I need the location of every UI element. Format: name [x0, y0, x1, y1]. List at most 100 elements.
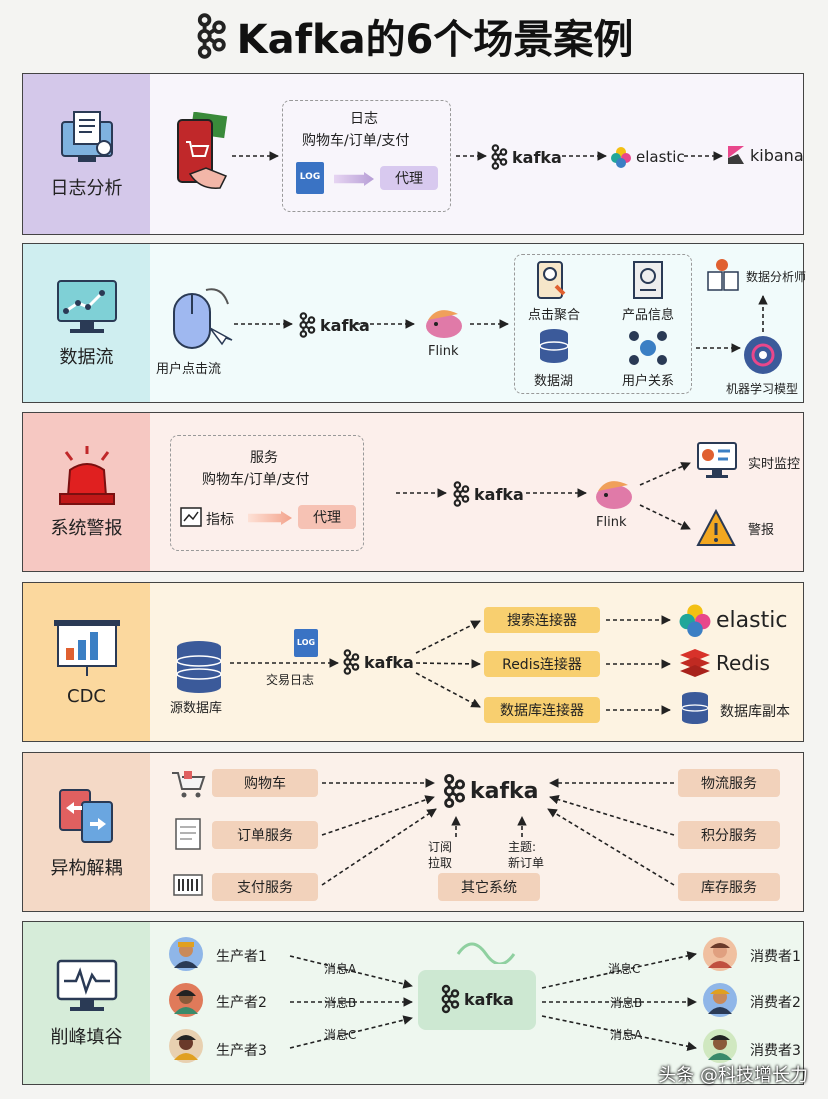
product-info-icon — [633, 261, 663, 299]
box-subtitle: 购物车/订单/支付 — [202, 472, 310, 488]
row-log-analysis: 日志分析 日志 购物车/订单/支付 LOG 代理 kafka elastic — [22, 73, 804, 235]
producer-avatar-icon — [169, 937, 203, 971]
row-peak-shaving: 削峰填谷 生产者1 生产者2 生产者3 消息A 消息B 消息C kafka 消息… — [22, 921, 804, 1085]
kafka-node: kafka — [342, 649, 414, 675]
user-rel-label: 用户关系 — [622, 374, 675, 389]
analyst-icon — [707, 259, 739, 291]
kafka-icon — [298, 312, 316, 338]
log-file-icon: LOG — [294, 629, 318, 657]
producer-1-label: 生产者1 — [216, 949, 267, 965]
line-chart-monitor-icon — [56, 280, 117, 333]
wave-icon — [456, 942, 516, 964]
msg-b-label-right: 消息B — [610, 996, 643, 1010]
redis-label: Redis — [716, 651, 770, 675]
kafka-icon — [490, 144, 508, 170]
logistics-pill: 物流服务 — [678, 769, 780, 797]
msg-c-label-left: 消息C — [324, 1028, 357, 1042]
kafka-node: kafka — [452, 481, 524, 507]
search-connector-pill: 搜索连接器 — [484, 607, 600, 633]
kafka-node: kafka — [440, 984, 514, 1014]
row-label: 削峰填谷 — [50, 1027, 123, 1048]
elastic-node: elastic — [610, 146, 685, 168]
proxy-pill: 代理 — [380, 166, 438, 190]
kafka-icon — [342, 649, 360, 675]
producer-3-label: 生产者3 — [216, 1043, 267, 1059]
data-lake-icon — [539, 329, 569, 363]
tx-log-label: 交易日志 — [266, 673, 315, 687]
row-cdc: CDC 源数据库 LOG 交易日志 kafka 搜索连接器 Redis连接器 数… — [22, 582, 804, 742]
log-file-icon: LOG — [296, 162, 324, 194]
consumer-3-label: 消费者3 — [750, 1043, 801, 1059]
msg-b-label-left: 消息B — [324, 996, 357, 1010]
log-file-tag: LOG — [299, 172, 321, 182]
msg-a-label-right: 消息A — [610, 1028, 643, 1042]
flink-label: Flink — [428, 344, 459, 359]
subscribe-label: 订阅 拉取 — [428, 840, 453, 870]
db-replica-icon — [681, 692, 709, 724]
row-label-panel: 削峰填谷 — [23, 922, 151, 1084]
alarm-label: 警报 — [748, 523, 775, 538]
kafka-label: kafka — [320, 315, 370, 335]
product-info-label: 产品信息 — [622, 308, 675, 323]
order-doc-icon — [175, 818, 201, 850]
consumer-avatar-icon — [703, 1029, 737, 1063]
row-label-panel: 异构解耦 — [23, 753, 151, 911]
inventory-pill: 库存服务 — [678, 873, 780, 901]
kafka-logo-icon — [195, 13, 227, 59]
elastic-label: elastic — [636, 148, 685, 166]
kafka-label: kafka — [464, 989, 514, 1009]
row-data-stream: 数据流 用户点击流 kafka Flink 点击聚合 产品信息 — [22, 243, 806, 403]
service-box — [170, 435, 364, 551]
data-lake-label: 数据湖 — [534, 374, 574, 389]
flink-label: Flink — [596, 515, 627, 530]
kafka-icon — [452, 481, 470, 507]
elastic-node: elastic — [678, 603, 787, 637]
box-title: 服务 — [250, 450, 278, 466]
row-label: CDC — [67, 685, 106, 707]
row-decoupling: 异构解耦 购物车 订单服务 支付服务 kafka 订阅 拉取 主题: 新订单 其… — [22, 752, 804, 912]
row-content: 日志 购物车/订单/支付 LOG 代理 kafka elastic kibana — [150, 74, 804, 234]
producer-avatar-icon — [169, 983, 203, 1017]
consumer-1-label: 消费者1 — [750, 949, 801, 965]
flink-squirrel-icon — [426, 310, 462, 338]
db-replica-label: 数据库副本 — [720, 704, 790, 720]
row-arrows — [232, 151, 723, 161]
ml-model-icon — [744, 336, 782, 374]
row-system-alert: 系统警报 服务 购物车/订单/支付 指标 代理 kafka Flink 实时监控 — [22, 412, 804, 572]
kibana-node: kibana — [726, 144, 804, 166]
source-db-label: 源数据库 — [170, 701, 223, 716]
log-file-tag: LOG — [296, 638, 316, 647]
msg-c-label-right: 消息C — [608, 962, 641, 976]
kafka-node: kafka — [298, 312, 370, 338]
monitor-dashboard-icon — [697, 442, 737, 478]
kibana-icon — [728, 146, 744, 164]
mouse-icon — [173, 288, 233, 349]
consumer-avatar-icon — [703, 937, 737, 971]
row-content: 生产者1 生产者2 生产者3 消息A 消息B 消息C kafka 消息C 消息B… — [150, 922, 803, 1084]
topic-label: 主题: 新订单 — [508, 840, 545, 870]
redis-icon — [680, 649, 710, 677]
kafka-label: kafka — [512, 147, 562, 167]
processing-box — [514, 254, 692, 394]
flink-squirrel-icon — [596, 481, 632, 509]
metrics-label: 指标 — [206, 512, 234, 528]
elastic-icon — [611, 147, 631, 168]
kafka-queue-box — [418, 970, 536, 1030]
warning-icon — [696, 509, 736, 546]
page-title-text: Kafka的6个场景案例 — [236, 17, 634, 63]
kafka-label: kafka — [474, 484, 524, 504]
row-content: 源数据库 LOG 交易日志 kafka 搜索连接器 Redis连接器 数据库连接… — [150, 583, 803, 741]
kibana-label: kibana — [750, 145, 804, 165]
row-content: 用户点击流 kafka Flink 点击聚合 产品信息 数据湖 — [150, 244, 806, 402]
pulse-monitor-icon — [56, 959, 117, 1011]
box-title: 日志 — [350, 111, 378, 127]
row-label-panel: 日志分析 — [23, 74, 151, 234]
redis-node: Redis — [678, 647, 770, 679]
click-agg-label: 点击聚合 — [528, 308, 581, 323]
click-info-icon — [537, 261, 566, 299]
kafka-label: kafka — [470, 778, 539, 804]
arrow-gradient — [248, 511, 292, 525]
elastic-icon — [679, 604, 711, 637]
row-label-panel: 数据流 — [23, 244, 151, 402]
kafka-icon — [442, 773, 466, 809]
